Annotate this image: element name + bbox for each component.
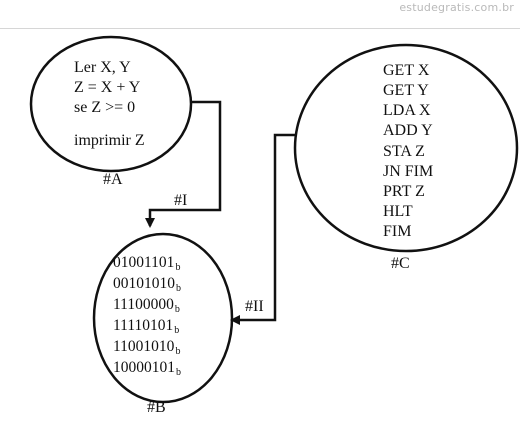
node-b-line: 01001101b [113, 254, 181, 273]
node-a-ellipse [29, 35, 193, 173]
node-c-ellipse [293, 43, 519, 253]
binary-suffix: b [174, 325, 180, 336]
binary-suffix: b [176, 283, 181, 294]
node-c-line: PRT Z [383, 183, 425, 200]
node-b-line: 11100000b [113, 296, 180, 315]
bits: 11001010 [113, 338, 175, 355]
node-b-line: 10000101b [113, 359, 181, 378]
node-a-line: se Z >= 0 [74, 99, 136, 116]
bits: 11110101 [113, 317, 174, 334]
node-a-line: Z = X + Y [74, 79, 141, 96]
binary-suffix: b [176, 367, 181, 378]
edge-ii-label: #II [245, 298, 264, 315]
node-c-line: FIM [383, 223, 412, 240]
node-c-line: HLT [383, 203, 413, 220]
bits: 10000101 [113, 359, 175, 376]
bits: 11100000 [113, 296, 174, 313]
node-c-line: GET Y [383, 82, 429, 99]
node-a-label: #A [103, 171, 123, 188]
bits: 00101010 [113, 275, 175, 292]
node-c-line: STA Z [383, 143, 425, 160]
node-b-label: #B [147, 399, 166, 416]
node-c-line: JN FIM [383, 163, 434, 180]
node-a-line: Ler X, Y [74, 59, 131, 76]
node-a-line: imprimir Z [74, 132, 145, 149]
node-c-line: ADD Y [383, 122, 433, 139]
binary-suffix: b [175, 346, 181, 357]
bits: 01001101 [113, 254, 175, 271]
edge-ii-arrow [230, 133, 295, 325]
node-b-line: 00101010b [113, 275, 181, 294]
binary-suffix: b [175, 262, 181, 273]
edge-i-label: #I [174, 192, 188, 209]
node-c-line: LDA X [383, 102, 431, 119]
binary-suffix: b [174, 304, 180, 315]
node-c-label: #C [391, 255, 410, 272]
top-divider [0, 28, 520, 29]
edge-i-arrow [145, 100, 222, 228]
node-b-line: 11110101b [113, 317, 180, 336]
node-c-line: GET X [383, 62, 430, 79]
watermark-text: estudegratis.com.br [399, 1, 514, 14]
node-b-line: 11001010b [113, 338, 181, 357]
